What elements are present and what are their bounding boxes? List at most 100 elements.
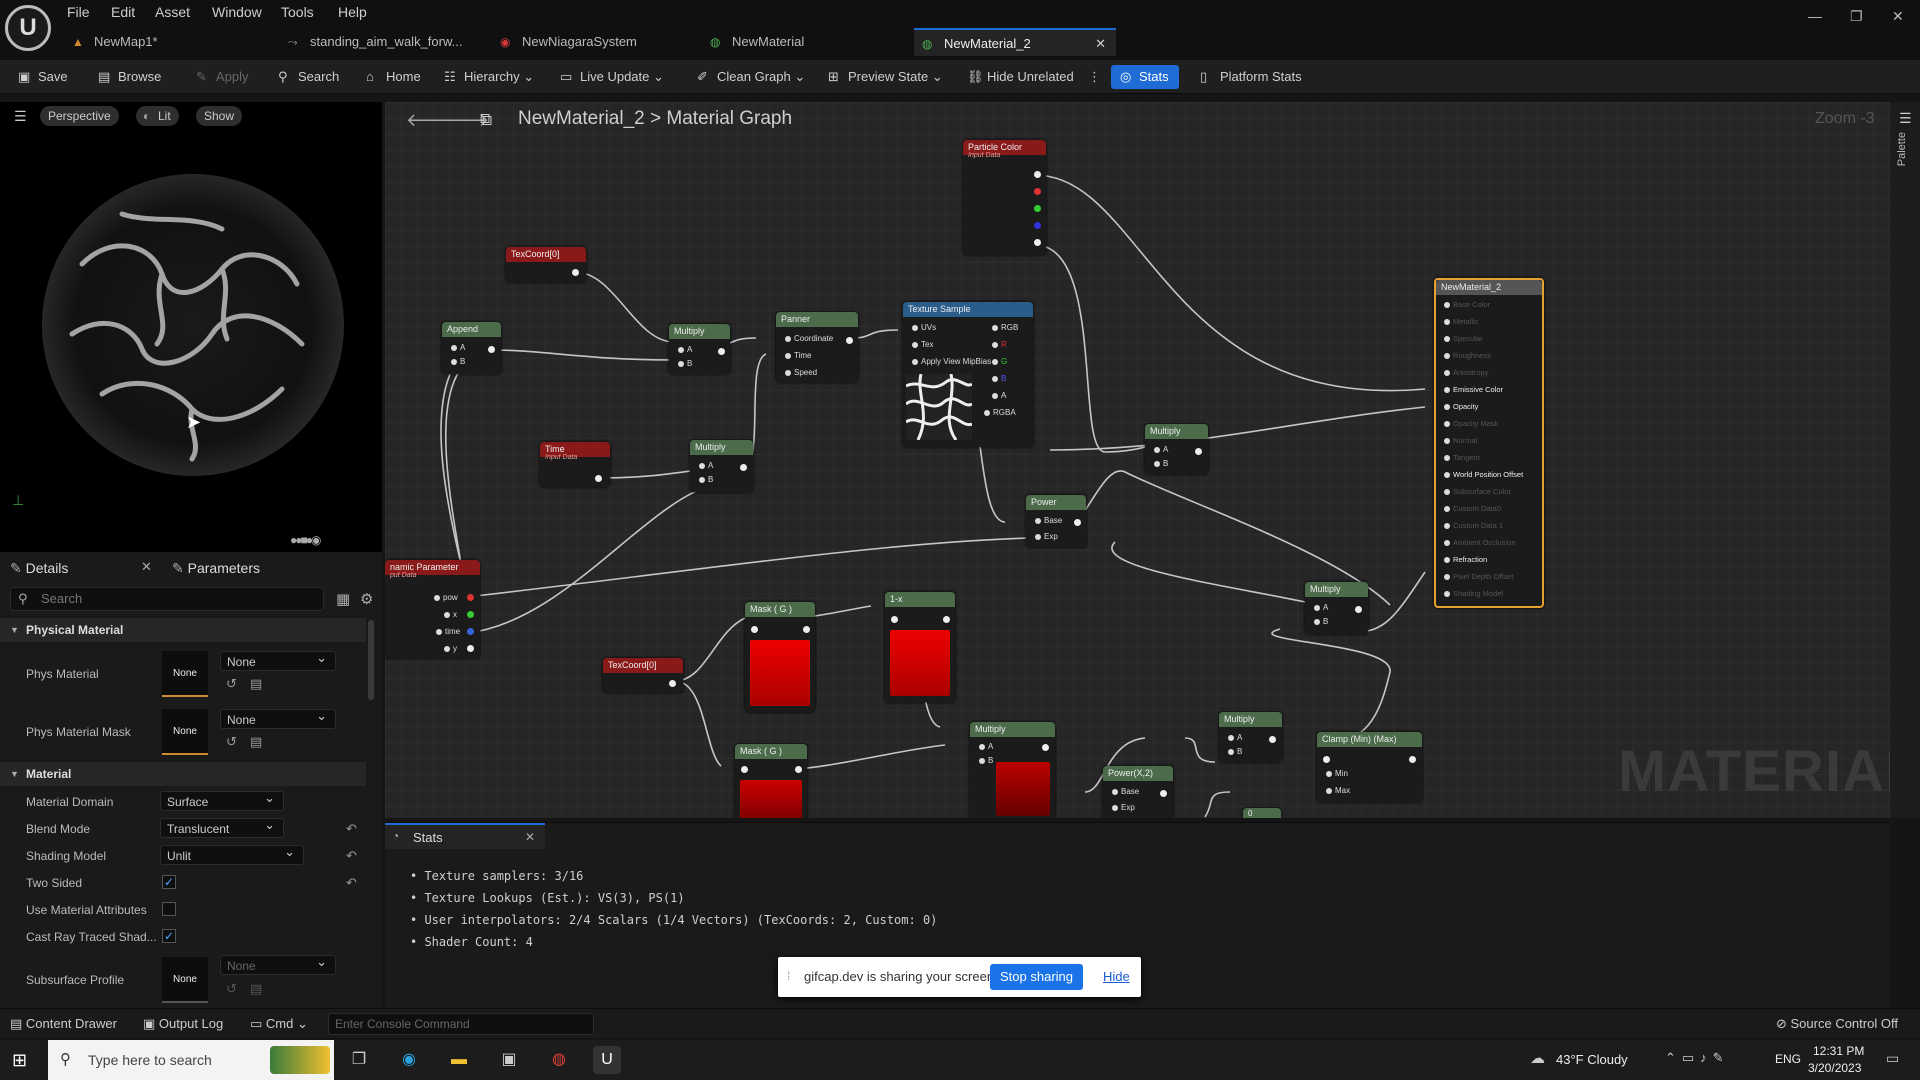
store-icon[interactable]: ▣: [501, 1051, 517, 1068]
pin-max[interactable]: Max: [1325, 786, 1351, 795]
menu-asset[interactable]: Asset: [155, 4, 191, 20]
tab-niagara[interactable]: ◉NewNiagaraSystem: [492, 28, 692, 56]
cmd-dropdown[interactable]: ▭ Cmd ⌄: [250, 1016, 308, 1031]
subsurface-profile-dropdown[interactable]: None: [220, 952, 336, 975]
pin-min[interactable]: Min: [1326, 769, 1348, 778]
pin-time[interactable]: Time: [784, 351, 812, 360]
material-domain-dropdown[interactable]: Surface: [160, 788, 284, 811]
reset-to-default-icon[interactable]: ↶: [346, 821, 357, 836]
chrome-icon[interactable]: ◍: [552, 1051, 566, 1068]
pin-a[interactable]: A: [978, 742, 994, 751]
node-constant-zero[interactable]: 0: [1243, 808, 1281, 818]
node-power[interactable]: Power Base Exp: [1026, 495, 1086, 547]
out-rgb[interactable]: RGB: [991, 323, 1019, 332]
task-view-icon[interactable]: ❐: [351, 1051, 367, 1068]
more-options-icon[interactable]: ⋮: [1088, 69, 1101, 84]
material-graph-canvas[interactable]: Particle Color Input Data TexCoord[0] Ap…: [385, 102, 1890, 818]
output-pin[interactable]: [795, 766, 802, 773]
node-texcoord-1[interactable]: TexCoord[0]: [506, 247, 586, 282]
result-pin[interactable]: Opacity Mask: [1443, 419, 1499, 428]
phys-material-dropdown[interactable]: None: [220, 648, 336, 671]
output-pin[interactable]: [467, 645, 474, 652]
node-multiply-6[interactable]: Multiply A B: [1305, 582, 1368, 634]
close-stats-icon[interactable]: ✕: [525, 830, 536, 844]
output-pin[interactable]: [718, 348, 725, 355]
node-panner[interactable]: Panner Coordinate Time Speed: [776, 312, 858, 382]
phys-material-mask-thumbnail[interactable]: None: [162, 709, 208, 755]
perspective-button[interactable]: Perspective: [40, 106, 119, 126]
node-clamp[interactable]: Clamp (Min) (Max) Min Max: [1317, 732, 1422, 802]
output-pin[interactable]: [1160, 790, 1167, 797]
node-time[interactable]: Time Input Data: [540, 442, 610, 487]
platform-stats-button[interactable]: ▯Platform Stats: [1198, 65, 1302, 89]
result-pin[interactable]: Refraction: [1443, 555, 1488, 564]
console-command-input[interactable]: Enter Console Command: [328, 1013, 594, 1035]
details-tab[interactable]: ✎ Details: [10, 556, 68, 580]
reset-to-default-icon[interactable]: ↶: [346, 848, 357, 863]
result-pin[interactable]: Subsurface Color: [1444, 487, 1511, 496]
result-pin[interactable]: Ambient Occlusion: [1444, 538, 1516, 547]
pin-a[interactable]: A: [698, 461, 714, 470]
cast-ray-traced-checkbox[interactable]: ✓: [162, 929, 176, 943]
output-pin[interactable]: [1195, 448, 1202, 455]
menu-window[interactable]: Window: [212, 4, 262, 20]
reset-arrow-icon[interactable]: ↺: [226, 734, 237, 749]
out-rgba[interactable]: RGBA: [984, 408, 1016, 417]
palette-sidebar[interactable]: ☰ Palette: [1890, 102, 1920, 818]
pin-b[interactable]: B: [698, 475, 714, 484]
pin-exp[interactable]: Exp: [1035, 532, 1058, 541]
hierarchy-button[interactable]: ☷Hierarchy ⌄: [442, 65, 534, 89]
output-pin[interactable]: [572, 269, 579, 276]
node-mask-g-2[interactable]: Mask ( G ): [735, 744, 807, 818]
details-search-input[interactable]: Search: [10, 587, 324, 611]
clock-date[interactable]: 3/20/2023: [1808, 1061, 1862, 1075]
result-pin[interactable]: Shading Model: [1443, 589, 1504, 598]
menu-help[interactable]: Help: [338, 4, 367, 20]
result-pin[interactable]: Custom Data0: [1444, 504, 1501, 513]
shading-model-dropdown[interactable]: Unlit: [160, 842, 304, 865]
output-pin[interactable]: [803, 626, 810, 633]
restore-icon[interactable]: ❐: [1850, 8, 1863, 24]
pin-tex[interactable]: Tex: [911, 340, 934, 349]
browse-asset-icon[interactable]: ▤: [250, 676, 263, 691]
pin-b[interactable]: B: [978, 756, 994, 765]
out-pow[interactable]: pow: [434, 593, 458, 602]
node-multiply-2[interactable]: Multiply A B: [690, 440, 753, 492]
phys-material-mask-dropdown[interactable]: None: [220, 706, 336, 729]
output-pin[interactable]: [467, 594, 474, 601]
result-pin[interactable]: Emissive Color: [1443, 385, 1504, 394]
breadcrumb-root[interactable]: NewMaterial_2: [518, 108, 645, 129]
output-pin[interactable]: [1409, 756, 1416, 763]
output-log-button[interactable]: ▣ Output Log: [143, 1016, 223, 1032]
node-append[interactable]: Append A B: [442, 322, 501, 374]
output-pin-a[interactable]: [1034, 239, 1041, 246]
preview-shape-icons[interactable]: ●●■●◉: [290, 533, 322, 547]
output-pin[interactable]: [467, 628, 474, 635]
stop-sharing-button[interactable]: Stop sharing: [990, 964, 1083, 990]
out-b[interactable]: B: [991, 374, 1007, 383]
pin-a[interactable]: A: [450, 343, 466, 352]
graph-tree-icon[interactable]: ⧉: [480, 110, 493, 129]
node-multiply-5[interactable]: Multiply A B: [1219, 712, 1282, 762]
use-material-attributes-checkbox[interactable]: [162, 902, 176, 916]
node-multiply-4[interactable]: Multiply A B: [970, 722, 1055, 818]
output-pin[interactable]: [1074, 519, 1081, 526]
close-details-icon[interactable]: ✕: [141, 559, 152, 574]
result-pin[interactable]: Metallic: [1443, 317, 1479, 326]
output-pin[interactable]: [1269, 736, 1276, 743]
pin-coordinate[interactable]: Coordinate: [784, 334, 834, 343]
reset-arrow-icon[interactable]: ↺: [226, 676, 237, 691]
taskbar-search-box[interactable]: ⚲ Type here to search: [48, 1040, 334, 1080]
pin-speed[interactable]: Speed: [784, 368, 818, 377]
minimize-icon[interactable]: —: [1808, 8, 1822, 24]
weather-text[interactable]: 43°F Cloudy: [1556, 1052, 1628, 1067]
pin-b[interactable]: B: [1227, 747, 1243, 756]
pin-uvs[interactable]: UVs: [911, 323, 937, 332]
hide-share-link[interactable]: Hide: [1103, 969, 1130, 984]
forward-arrow-icon[interactable]: 🡒: [441, 110, 490, 130]
result-pin[interactable]: Roughness: [1444, 351, 1491, 360]
show-button[interactable]: Show: [196, 106, 243, 126]
tab-newmaterial[interactable]: ◍NewMaterial: [702, 28, 902, 56]
result-pin[interactable]: Normal: [1443, 436, 1478, 445]
